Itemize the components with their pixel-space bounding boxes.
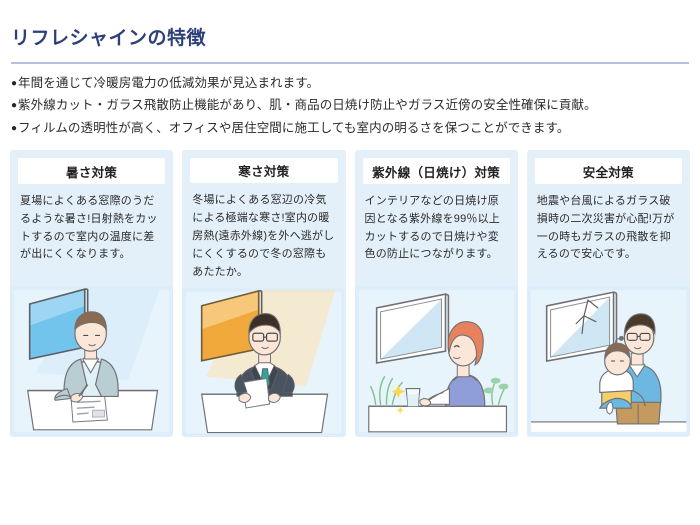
page-title: リフレシャインの特徴: [11, 28, 207, 49]
bullet-dot-icon: ●: [11, 122, 18, 134]
feature-card-list: 暑さ対策 夏場によくある窓際のうだるような暑さ!日射熱をカットするので室内の温度…: [10, 150, 690, 437]
illustration-woman-at-table: [354, 285, 518, 437]
bullet-list: ● 年間を通じて冷暖房電力の低減効果が見込まれます。 ● 紫外線カット・ガラス飛…: [11, 74, 691, 141]
card-body-text: 冬場によくある窓辺の冷気による極端な寒さ!室内の暖房熱(遠赤外線)を外へ逃がしに…: [192, 194, 335, 278]
feature-card-heat: 暑さ対策 夏場によくある窓際のうだるような暑さ!日射熱をカットするので室内の温度…: [10, 150, 174, 437]
card-title: 暑さ対策: [66, 165, 118, 180]
card-title: 寒さ対策: [238, 165, 290, 180]
card-header: 寒さ対策: [190, 158, 338, 184]
card-header: 紫外線（日焼け）対策: [362, 158, 510, 184]
bullet-dot-icon: ●: [11, 78, 18, 89]
card-body-text: 地震や台風によるガラス破損時の二次災害が心配!万が一の時もガラスの飛散を抑えるの…: [536, 195, 675, 261]
illustration-man-writing-at-desk: [10, 285, 174, 437]
card-body-text: インテリアなどの日焼け原因となる紫外線を99％以上カットするので日焼けや変色の防…: [364, 195, 501, 261]
bullet-text: 年間を通じて冷暖房電力の低減効果が見込まれます。: [18, 76, 320, 90]
card-body-text: 夏場によくある窓際のうだるような暑さ!日射熱をカットするので室内の温度に差が出に…: [20, 195, 158, 261]
list-item: ● 年間を通じて冷暖房電力の低減効果が見込まれます。: [11, 74, 691, 93]
list-item: ● 紫外線カット・ガラス飛散防止機能があり、肌・商品の日焼け防止やガラス近傍の安…: [11, 96, 691, 115]
feature-card-safety: 安全対策 地震や台風によるガラス破損時の二次災害が心配!万が一の時もガラスの飛散…: [526, 150, 690, 437]
feature-card-uv: 紫外線（日焼け）対策 インテリアなどの日焼け原因となる紫外線を99％以上カットす…: [354, 150, 518, 437]
title-divider: [11, 62, 689, 64]
card-title: 安全対策: [582, 165, 634, 180]
illustration-father-holding-baby: [526, 285, 690, 437]
bullet-text: 紫外線カット・ガラス飛散防止機能があり、肌・商品の日焼け防止やガラス近傍の安全性…: [18, 98, 597, 113]
bullet-text: フィルムの透明性が高く、オフィスや居住空間に施工しても室内の明るさを保つことがで…: [18, 120, 570, 135]
card-header: 暑さ対策: [18, 158, 166, 184]
card-header: 安全対策: [534, 158, 682, 184]
illustration-businessman-warm-window: [182, 287, 346, 437]
list-item: ● フィルムの透明性が高く、オフィスや居住空間に施工しても室内の明るさを保つこと…: [11, 119, 691, 138]
bullet-dot-icon: ●: [11, 100, 18, 112]
card-title: 紫外線（日焼け）対策: [372, 165, 501, 180]
feature-card-cold: 寒さ対策 冬場によくある窓辺の冷気による極端な寒さ!室内の暖房熱(遠赤外線)を外…: [182, 150, 346, 437]
